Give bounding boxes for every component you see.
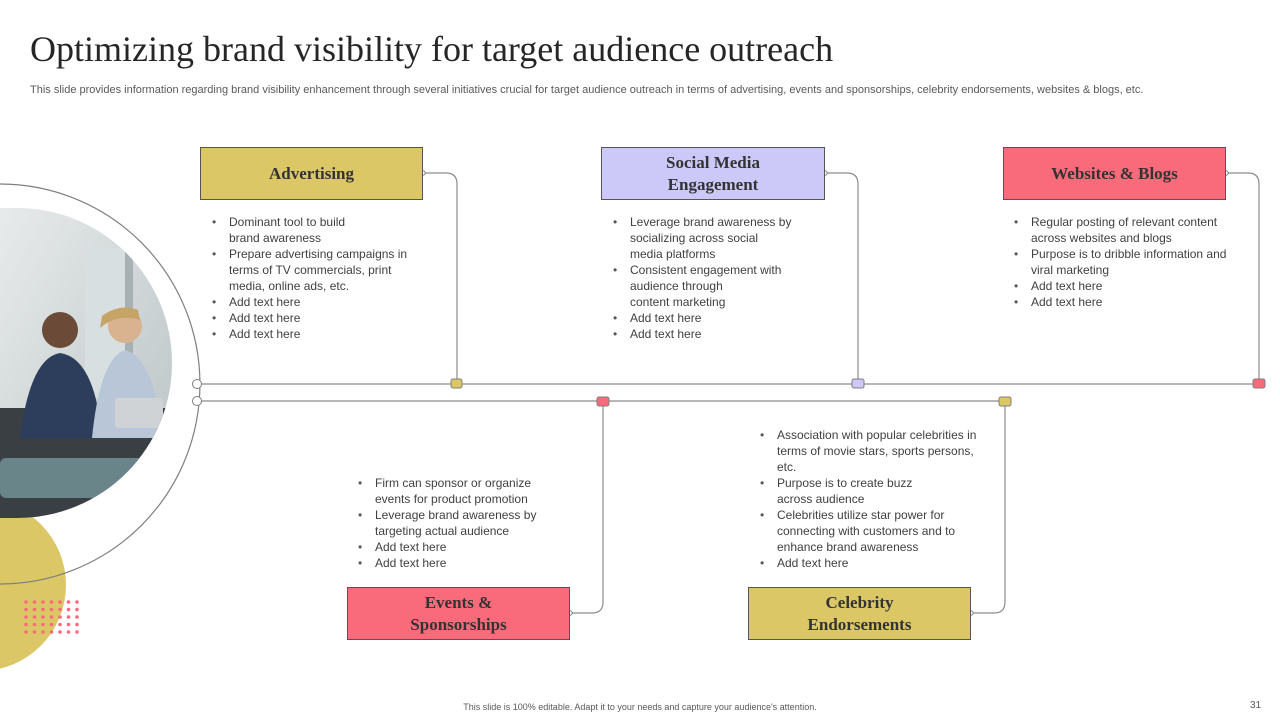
decor-dot xyxy=(24,607,28,612)
websites-blogs-bullet-list: Regular posting of relevant content acro… xyxy=(1009,214,1244,310)
list-item: Regular posting of relevant content acro… xyxy=(1009,214,1244,246)
list-item: Add text here xyxy=(207,294,429,310)
decor-dot xyxy=(66,600,71,604)
decor-dot xyxy=(32,622,37,627)
list-item: Firm can sponsor or organize events for … xyxy=(353,475,563,507)
social-media-engagement-box: Social Media Engagement xyxy=(601,147,825,200)
decor-dot xyxy=(49,622,54,627)
list-item: Add text here xyxy=(1009,294,1244,310)
decor-dot xyxy=(66,622,71,627)
decor-dot xyxy=(75,600,79,604)
advertising-box: Advertising xyxy=(200,147,423,200)
dot-grid xyxy=(24,600,79,634)
decor-dot xyxy=(75,615,79,619)
decor-dot xyxy=(24,615,28,619)
page-number: 31 xyxy=(1250,700,1262,711)
marker-advertising xyxy=(450,378,463,389)
celebrity-endorsements-box: Celebrity Endorsements xyxy=(748,587,971,640)
slide-title: Optimizing brand visibility for target a… xyxy=(30,29,834,69)
celebrity-endorsements-bullet-list: Association with popular celebrities in … xyxy=(755,427,991,571)
decor-dot xyxy=(49,600,54,604)
decor-dot xyxy=(75,622,79,627)
decor-dot xyxy=(24,622,28,627)
advertising-label: Advertising xyxy=(269,163,354,183)
decor-dot xyxy=(75,630,79,634)
decor-dot xyxy=(32,630,37,634)
decor-dot xyxy=(32,600,37,604)
list-item: Add text here xyxy=(1009,278,1244,294)
marker-events xyxy=(596,396,610,407)
websites-blogs-label: Websites & Blogs xyxy=(1051,163,1178,183)
decor-dot xyxy=(58,600,62,604)
events-sponsorships-label: Events & Sponsorships xyxy=(410,592,507,634)
decor-dot xyxy=(75,607,79,612)
list-item: Consistent engagement with audience thro… xyxy=(608,262,814,310)
decor-dot xyxy=(32,615,37,619)
marker-celebrity xyxy=(998,396,1012,407)
decor-dot xyxy=(32,607,37,612)
decor-dot xyxy=(24,630,28,634)
decor-dot xyxy=(41,622,45,627)
list-item: Leverage brand awareness by socializing … xyxy=(608,214,814,262)
advertising-bullet-list: Dominant tool to build brand awareness P… xyxy=(207,214,429,342)
list-item: Dominant tool to build brand awareness xyxy=(207,214,429,246)
connector-social xyxy=(825,172,859,384)
decor-dot xyxy=(24,600,28,604)
decor-dot xyxy=(41,630,45,634)
connector-celebrity xyxy=(971,401,1006,614)
connector-events xyxy=(570,401,604,614)
list-item: Add text here xyxy=(353,539,563,555)
list-item: Add text here xyxy=(207,310,429,326)
list-item: Celebrities utilize star power for conne… xyxy=(755,507,991,555)
connector-websites xyxy=(1226,172,1260,384)
social-media-bullet-list: Leverage brand awareness by socializing … xyxy=(608,214,814,342)
slide-footer: This slide is 100% editable. Adapt it to… xyxy=(463,702,817,712)
social-media-engagement-label: Social Media Engagement xyxy=(666,152,760,194)
decor-dot xyxy=(66,630,71,634)
decor-dot xyxy=(49,630,54,634)
list-item: Add text here xyxy=(755,555,991,571)
marker-websites xyxy=(1252,378,1266,389)
websites-blogs-box: Websites & Blogs xyxy=(1003,147,1226,200)
decor-dot xyxy=(66,615,71,619)
yellow-blob xyxy=(0,501,66,669)
list-item: Add text here xyxy=(353,555,563,571)
decor-dot xyxy=(66,607,71,612)
list-item: Add text here xyxy=(608,310,814,326)
decor-dot xyxy=(41,607,45,612)
events-sponsorships-box: Events & Sponsorships xyxy=(347,587,570,640)
slide-subtitle: This slide provides information regardin… xyxy=(30,84,1144,96)
list-item: Add text here xyxy=(608,326,814,342)
decor-dot xyxy=(49,607,54,612)
decor-dot xyxy=(58,630,62,634)
decor-dot xyxy=(41,600,45,604)
decor-dot xyxy=(41,615,45,619)
list-item: Leverage brand awareness by targeting ac… xyxy=(353,507,563,539)
timeline-start-node-lower xyxy=(192,396,202,406)
decor-dot xyxy=(58,615,62,619)
decor-dot xyxy=(58,607,62,612)
connector-advertising xyxy=(423,172,458,384)
events-sponsorships-bullet-list: Firm can sponsor or organize events for … xyxy=(353,475,563,571)
decor-dot xyxy=(49,615,54,619)
decor-dot xyxy=(58,622,62,627)
marker-social xyxy=(851,378,865,389)
list-item: Add text here xyxy=(207,326,429,342)
list-item: Prepare advertising campaigns in terms o… xyxy=(207,246,429,294)
timeline-start-node-upper xyxy=(192,379,202,389)
list-item: Purpose is to dribble information and vi… xyxy=(1009,246,1244,278)
list-item: Association with popular celebrities in … xyxy=(755,427,991,475)
celebrity-endorsements-label: Celebrity Endorsements xyxy=(807,592,912,634)
list-item: Purpose is to create buzz across audienc… xyxy=(755,475,991,507)
